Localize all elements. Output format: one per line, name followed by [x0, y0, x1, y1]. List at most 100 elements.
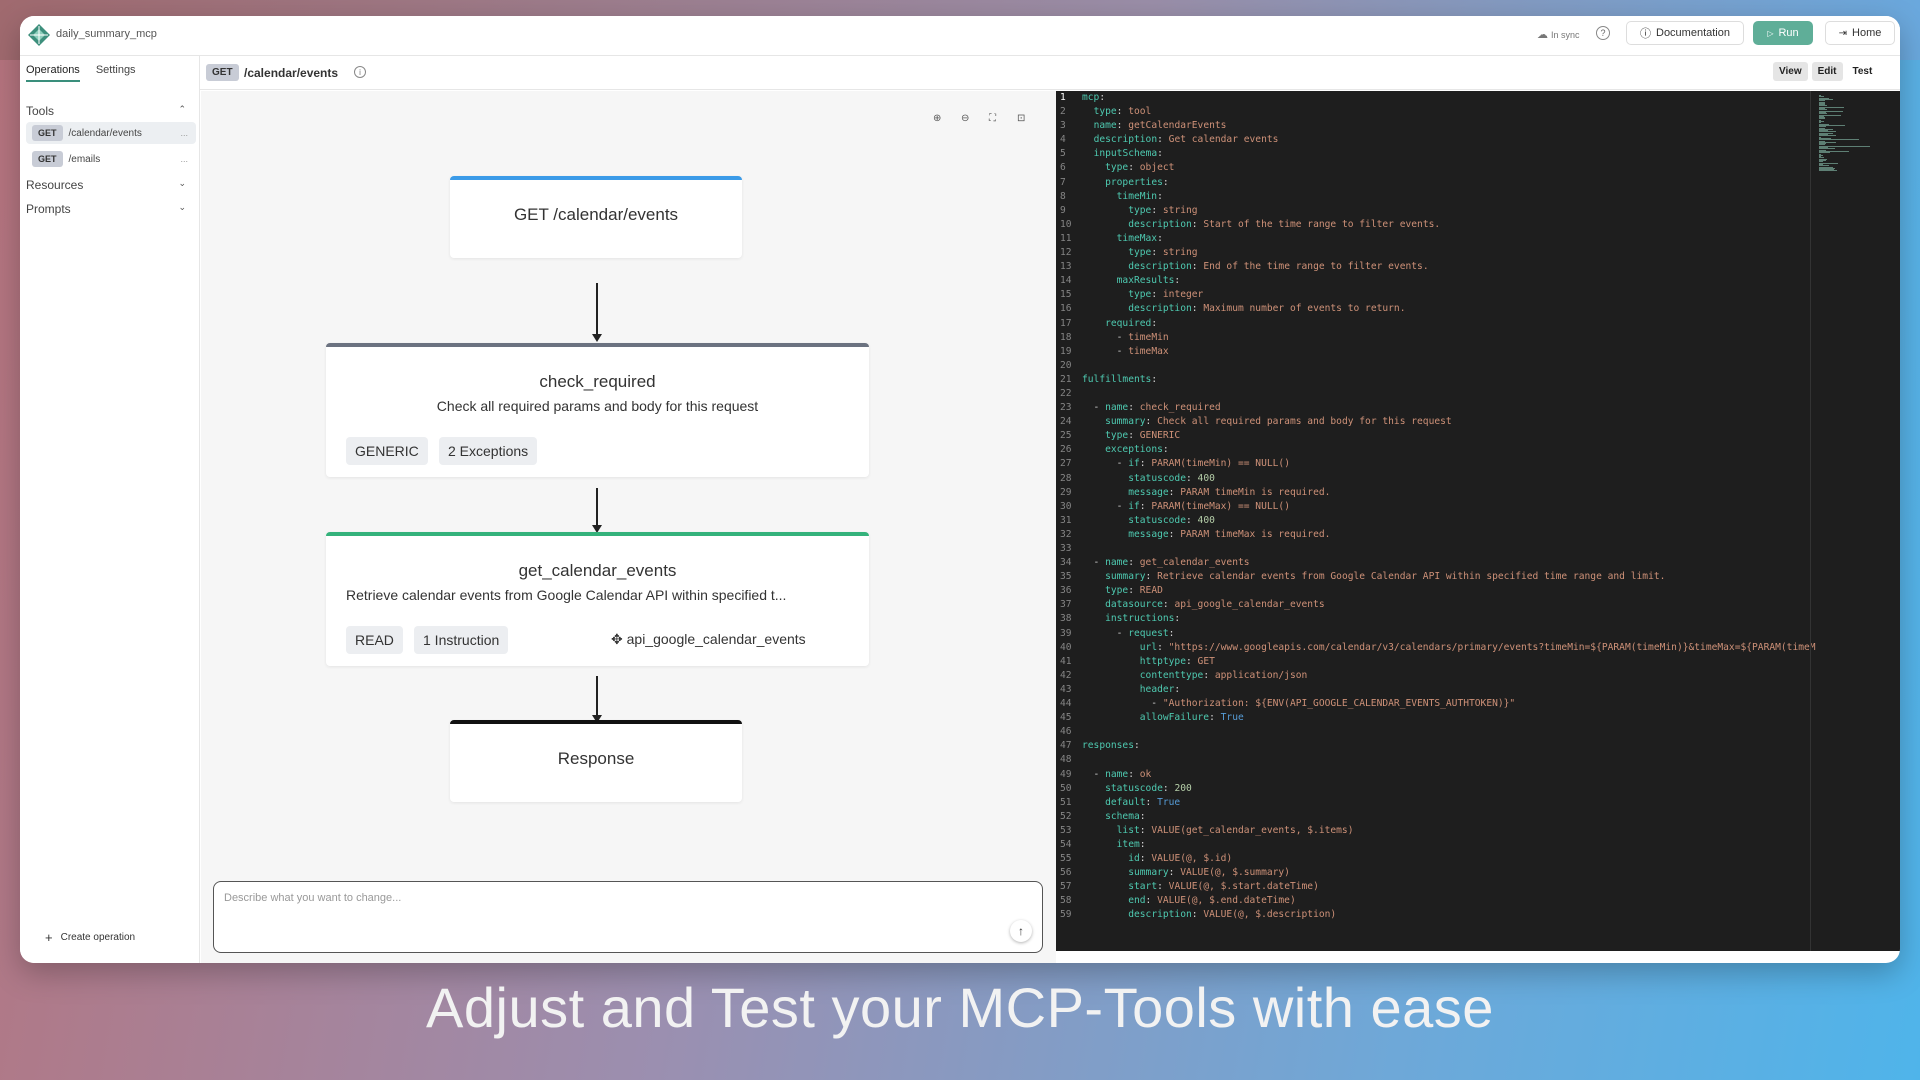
tab-operations[interactable]: Operations [26, 64, 80, 82]
code-line[interactable]: 34 - name: get_calendar_events [1056, 556, 1816, 570]
code-line[interactable]: 5 inputSchema: [1056, 147, 1816, 161]
code-line[interactable]: 29 message: PARAM timeMin is required. [1056, 486, 1816, 500]
code-line[interactable]: 40 url: "https://www.googleapis.com/cale… [1056, 641, 1816, 655]
code-line[interactable]: 43 header: [1056, 683, 1816, 697]
code-line[interactable]: 44 - "Authorization: ${ENV(API_GOOGLE_CA… [1056, 697, 1816, 711]
code-line[interactable]: 42 contenttype: application/json [1056, 669, 1816, 683]
code-line[interactable]: 9 type: string [1056, 204, 1816, 218]
code-line[interactable]: 18 - timeMin [1056, 331, 1816, 345]
code-line[interactable]: 27 - if: PARAM(timeMin) == NULL() [1056, 457, 1816, 471]
zoom-in-icon[interactable]: ⊕ [933, 113, 942, 124]
code-line[interactable]: 31 statuscode: 400 [1056, 514, 1816, 528]
code-line[interactable]: 53 list: VALUE(get_calendar_events, $.it… [1056, 824, 1816, 838]
run-button[interactable]: ▷ Run [1753, 21, 1813, 45]
code-line[interactable]: 50 statuscode: 200 [1056, 782, 1816, 796]
code-line[interactable]: 17 required: [1056, 317, 1816, 331]
datasource[interactable]: ✥ api_google_calendar_events [611, 631, 806, 648]
home-button[interactable]: ⇥ Home [1825, 21, 1895, 45]
code-line[interactable]: 32 message: PARAM timeMax is required. [1056, 528, 1816, 542]
code-line[interactable]: 23 - name: check_required [1056, 401, 1816, 415]
code-line[interactable]: 8 timeMin: [1056, 190, 1816, 204]
view-mode-view[interactable]: View [1773, 62, 1808, 81]
sidebar-item-calendar-events[interactable]: GET /calendar/events ... [26, 122, 196, 144]
instructions-chip[interactable]: 1 Instruction [414, 626, 509, 654]
request-node[interactable]: GET /calendar/events [450, 176, 742, 258]
code-line[interactable]: 28 statuscode: 400 [1056, 472, 1816, 486]
code-line[interactable]: 48 [1056, 753, 1816, 767]
prompt-input[interactable]: Describe what you want to change... ↑ [213, 881, 1043, 953]
info-icon[interactable]: i [354, 66, 366, 78]
code-line[interactable]: 59 description: VALUE(@, $.description) [1056, 908, 1816, 922]
code-line[interactable]: 6 type: object [1056, 161, 1816, 175]
check-required-node[interactable]: check_required Check all required params… [326, 343, 869, 477]
code-line[interactable]: 24 summary: Check all required params an… [1056, 415, 1816, 429]
code-line[interactable]: 3 name: getCalendarEvents [1056, 119, 1816, 133]
code-line[interactable]: 37 datasource: api_google_calendar_event… [1056, 598, 1816, 612]
code-token [1082, 656, 1140, 667]
code-token: : [1116, 106, 1129, 118]
response-node[interactable]: Response [450, 720, 742, 802]
tab-settings[interactable]: Settings [95, 64, 136, 76]
code-line[interactable]: 7 properties: [1056, 176, 1816, 190]
code-line[interactable]: 52 schema: [1056, 810, 1816, 824]
code-line[interactable]: 20 [1056, 359, 1816, 373]
code-line[interactable]: 46 [1056, 725, 1816, 739]
editor-minimap[interactable] [1810, 91, 1900, 951]
code-line[interactable]: 2 type: tool [1056, 105, 1816, 119]
code-line[interactable]: 15 type: integer [1056, 288, 1816, 302]
more-options[interactable]: ... [180, 128, 188, 138]
code-line[interactable]: 57 start: VALUE(@, $.start.dateTime) [1056, 880, 1816, 894]
section-resources[interactable]: Resources ⌄ [26, 178, 186, 192]
code-line[interactable]: 35 summary: Retrieve calendar events fro… [1056, 570, 1816, 584]
code-line[interactable]: 58 end: VALUE(@, $.end.dateTime) [1056, 894, 1816, 908]
get-calendar-events-node[interactable]: get_calendar_events Retrieve calendar ev… [326, 532, 869, 666]
view-mode-test[interactable]: Test [1852, 66, 1873, 77]
section-tools[interactable]: Tools ⌃ [26, 104, 186, 118]
code-line[interactable]: 49 - name: ok [1056, 768, 1816, 782]
code-line[interactable]: 54 item: [1056, 838, 1816, 852]
fit-view-icon[interactable]: ⊡ [1017, 113, 1026, 124]
code-line[interactable]: 22 [1056, 387, 1816, 401]
code-line[interactable]: 25 type: GENERIC [1056, 429, 1816, 443]
code-line[interactable]: 26 exceptions: [1056, 443, 1816, 457]
code-line[interactable]: 4 description: Get calendar events [1056, 133, 1816, 147]
code-line[interactable]: 16 description: Maximum number of events… [1056, 302, 1816, 316]
code-token: summary [1105, 571, 1146, 583]
exceptions-chip[interactable]: 2 Exceptions [439, 437, 538, 465]
code-line[interactable]: 51 default: True [1056, 796, 1816, 810]
code-line[interactable]: 10 description: Start of the time range … [1056, 218, 1816, 232]
code-line[interactable]: 55 id: VALUE(@, $.id) [1056, 852, 1816, 866]
code-line[interactable]: 39 - request: [1056, 627, 1816, 641]
documentation-button[interactable]: ⓘ Documentation [1626, 21, 1744, 45]
section-prompts[interactable]: Prompts ⌄ [26, 202, 186, 216]
flow-arrow [596, 676, 598, 716]
code-line[interactable]: 30 - if: PARAM(timeMax) == NULL() [1056, 500, 1816, 514]
view-mode-edit[interactable]: Edit [1811, 62, 1843, 81]
minimap-line [1819, 135, 1837, 137]
help-icon[interactable]: ? [1596, 26, 1610, 40]
code-line[interactable]: 13 description: End of the time range to… [1056, 260, 1816, 274]
code-line[interactable]: 12 type: string [1056, 246, 1816, 260]
code-line[interactable]: 11 timeMax: [1056, 232, 1816, 246]
fullscreen-icon[interactable]: ⛶ [989, 113, 996, 124]
code-line[interactable]: 14 maxResults: [1056, 274, 1816, 288]
code-line[interactable]: 56 summary: VALUE(@, $.summary) [1056, 866, 1816, 880]
sidebar-item-emails[interactable]: GET /emails ... [26, 148, 196, 170]
code-line[interactable]: 19 - timeMax [1056, 345, 1816, 359]
code-line[interactable]: 41 httptype: GET [1056, 655, 1816, 669]
code-line[interactable]: 45 allowFailure: True [1056, 711, 1816, 725]
code-line[interactable]: 36 type: READ [1056, 584, 1816, 598]
more-options[interactable]: ... [180, 154, 188, 164]
zoom-out-icon[interactable]: ⊖ [961, 113, 970, 124]
send-button[interactable]: ↑ [1010, 920, 1032, 942]
code-line[interactable]: 38 instructions: [1056, 612, 1816, 626]
code-line[interactable]: 33 [1056, 542, 1816, 556]
code-token: name [1093, 120, 1117, 132]
flow-canvas[interactable]: ⊕ ⊖ ⛶ ⊡ GET /calendar/events check_requi… [201, 91, 1056, 963]
create-operation-button[interactable]: + Create operation [45, 930, 135, 945]
